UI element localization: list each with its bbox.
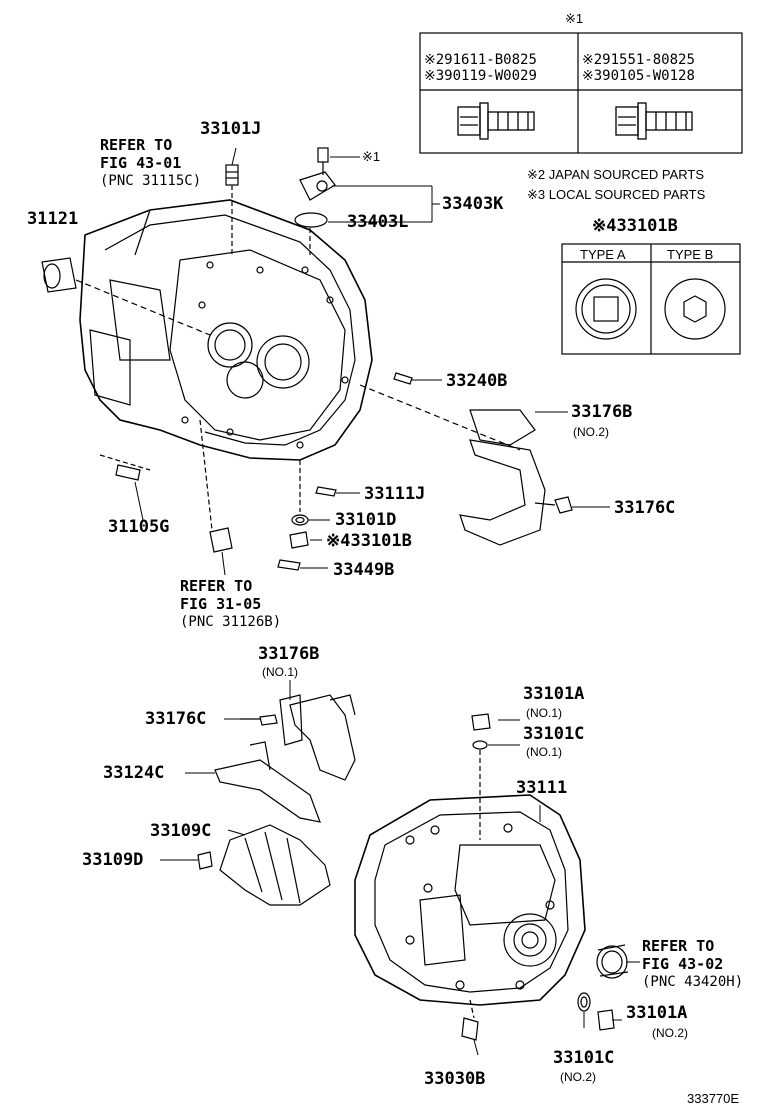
reference-top-line3: (PNC 31115C)	[100, 173, 202, 189]
plug-type-b-icon	[664, 278, 726, 340]
reference-mid-line2: FIG 31-05	[180, 595, 262, 613]
reference-mid-line1: REFER TO	[180, 577, 253, 595]
reference-bottom-line1: REFER TO	[642, 937, 715, 955]
breather-bracket-drawing	[294, 147, 336, 255]
part-label-33109D: 33109D	[82, 850, 144, 870]
part-sublabel-33101A-no1: (NO.1)	[526, 706, 562, 720]
cup-seal-drawing	[41, 257, 211, 336]
part-sublabel-33101C-no2: (NO.2)	[560, 1070, 596, 1084]
small-bolt-drawing	[99, 454, 151, 481]
part-sublabel-no1-bracket: (NO.1)	[262, 665, 298, 679]
deflector-drawing	[197, 824, 331, 906]
part-label-star1: ※1	[362, 149, 381, 164]
hex-bolt-drawing	[534, 496, 573, 514]
part-label-33101D: 33101D	[335, 510, 397, 530]
plug-and-gasket-drawings	[461, 713, 615, 1041]
oil-receiver-drawing	[359, 384, 546, 546]
part-label-33240B: 33240B	[446, 371, 508, 391]
bolt-part-number-2a: ※291551-80825	[582, 52, 695, 68]
type-b-label: TYPE B	[667, 247, 714, 262]
figure-id: 333770E	[687, 1091, 740, 1106]
part-label-33101A-no2: 33101A	[626, 1003, 688, 1023]
leader-lines-bottom	[160, 680, 640, 1056]
transaxle-housing-drawing	[79, 199, 373, 461]
drain-plug-drawing	[199, 419, 233, 553]
flange-bolt-icon	[615, 102, 693, 140]
part-label-33124C: 33124C	[103, 763, 165, 783]
part-label-33101B: ※433101B	[326, 531, 412, 551]
bolt-part-number-2b: ※390105-W0128	[582, 68, 695, 84]
bolt-table-frame	[419, 32, 743, 154]
part-label-33176C-top: 33176C	[614, 498, 676, 518]
part-sublabel-no2: (NO.2)	[573, 425, 609, 439]
bolt-part-number-1b: ※390119-W0029	[424, 68, 537, 84]
plug-type-a-icon	[575, 278, 637, 340]
type-table-title: ※433101B	[592, 216, 678, 236]
oil-gutter-drawing	[214, 741, 321, 823]
part-label-33109C: 33109C	[150, 821, 212, 841]
part-label-33101A-no1: 33101A	[523, 684, 585, 704]
pin-drawings	[277, 372, 413, 571]
part-label-33403K: 33403K	[442, 194, 504, 214]
transaxle-case-drawing	[354, 794, 586, 1006]
reference-top-line2: FIG 43-01	[100, 154, 182, 172]
part-label-33101J: 33101J	[200, 119, 262, 139]
part-label-33176C-bottom: 33176C	[145, 709, 207, 729]
part-label-33030B: 33030B	[424, 1069, 486, 1089]
bolt-table-marker: ※1	[565, 11, 584, 26]
type-table-frame	[561, 243, 741, 355]
part-label-33449B: 33449B	[333, 560, 395, 580]
bolt-part-number-1a: ※291611-B0825	[424, 52, 537, 68]
bolt-icon	[457, 102, 535, 140]
part-label-33101C-no1: 33101C	[523, 724, 585, 744]
part-label-33176B-no1: 33176B	[258, 644, 320, 664]
leader-lines-top	[134, 147, 610, 576]
part-label-31105G: 31105G	[108, 517, 170, 537]
part-label-33403L: 33403L	[347, 212, 409, 232]
reference-top-line1: REFER TO	[100, 136, 173, 154]
reference-bottom-line3: (PNC 43420H)	[642, 974, 744, 990]
part-label-33111J: 33111J	[364, 484, 426, 504]
oil-seal-drawing	[596, 944, 629, 979]
part-label-33176B-no2: 33176B	[571, 402, 633, 422]
part-label-33111: 33111	[516, 778, 568, 798]
reference-mid-line3: (PNC 31126B)	[180, 614, 282, 630]
part-sublabel-33101A-no2: (NO.2)	[652, 1026, 688, 1040]
part-label-33101C-no2: 33101C	[553, 1048, 615, 1068]
part-sublabel-33101C-no1: (NO.1)	[526, 745, 562, 759]
filler-plug-drawing	[225, 164, 239, 255]
shift-bracket-drawing	[240, 694, 356, 781]
footnote-japan: ※2 JAPAN SOURCED PARTS	[527, 167, 705, 182]
footnote-local: ※3 LOCAL SOURCED PARTS	[527, 187, 706, 202]
reference-bottom-line2: FIG 43-02	[642, 955, 724, 973]
type-a-label: TYPE A	[580, 247, 626, 262]
part-label-31121: 31121	[27, 209, 79, 229]
